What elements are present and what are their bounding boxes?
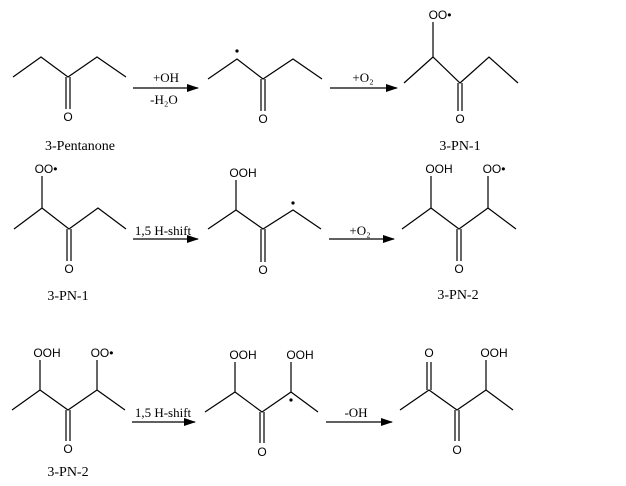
reagent-label: 1,5 H-shift (135, 405, 192, 420)
oxygen-atom: O (64, 262, 73, 276)
radical-dot (291, 201, 295, 205)
molecule-3-pn-2: OOH OO• O 3-PN-2 (11, 346, 126, 480)
hydroperoxy-group: OOH (229, 348, 256, 362)
reaction-arrow: -OH (326, 405, 393, 426)
peroxy-radical-group: OO• (35, 162, 58, 176)
molecule-radical: OOH OOH O (204, 348, 319, 459)
molecule-diketone-hydroperoxide: O OOH O (399, 346, 514, 457)
molecule-3-pn-2: OOH OO• O 3-PN-2 (401, 162, 517, 303)
peroxy-radical-group: OO• (429, 8, 452, 22)
molecule-3-pentanone: O 3-Pentanone (12, 56, 127, 154)
oxygen-atom: O (455, 112, 464, 126)
molecule-3-pn-1: OO• O 3-PN-1 (13, 162, 127, 304)
reaction-arrow: +O₂ (329, 223, 395, 243)
molecule-label: 3-PN-1 (47, 289, 88, 304)
reagent-label: +O₂ (349, 223, 370, 238)
reaction-arrow: 1,5 H-shift (132, 405, 196, 426)
hydroperoxy-group: OOH (286, 348, 313, 362)
molecule-label: 3-PN-2 (47, 465, 88, 480)
oxygen-atom: O (452, 443, 461, 457)
oxygen-atom: O (258, 112, 267, 126)
reaction-arrow: 1,5 H-shift (133, 223, 199, 243)
reaction-arrow: +O₂ (330, 70, 398, 92)
hydroperoxy-group: OOH (480, 346, 507, 360)
reagent-label: 1,5 H-shift (135, 223, 192, 238)
reagent-label: -OH (344, 405, 367, 420)
reagent-label: -H₂O (150, 92, 178, 107)
molecule-label: 3-PN-1 (439, 139, 480, 154)
peroxy-radical-group: OO• (483, 162, 506, 176)
oxygen-atom: O (454, 262, 463, 276)
molecule-label: 3-Pentanone (45, 139, 115, 154)
molecule-radical: O (207, 49, 323, 126)
hydroperoxy-group: OOH (33, 346, 60, 360)
molecule-label: 3-PN-2 (437, 288, 478, 303)
molecule-radical: OOH O (207, 166, 322, 277)
reagent-label: +OH (153, 70, 179, 85)
radical-dot (289, 398, 293, 402)
radical-dot (235, 49, 239, 53)
peroxy-radical-group: OO• (91, 346, 114, 360)
oxygen-atom: O (424, 346, 433, 360)
reagent-label: +O₂ (352, 70, 373, 85)
molecule-3-pn-1: OO• O 3-PN-1 (403, 8, 519, 154)
oxygen-atom: O (258, 263, 267, 277)
oxygen-atom: O (257, 445, 266, 459)
oxygen-atom: O (63, 442, 72, 456)
hydroperoxy-group: OOH (425, 162, 452, 176)
oxygen-atom: O (63, 110, 72, 124)
hydroperoxy-group: OOH (229, 166, 256, 180)
reaction-arrow: +OH -H₂O (133, 70, 199, 107)
